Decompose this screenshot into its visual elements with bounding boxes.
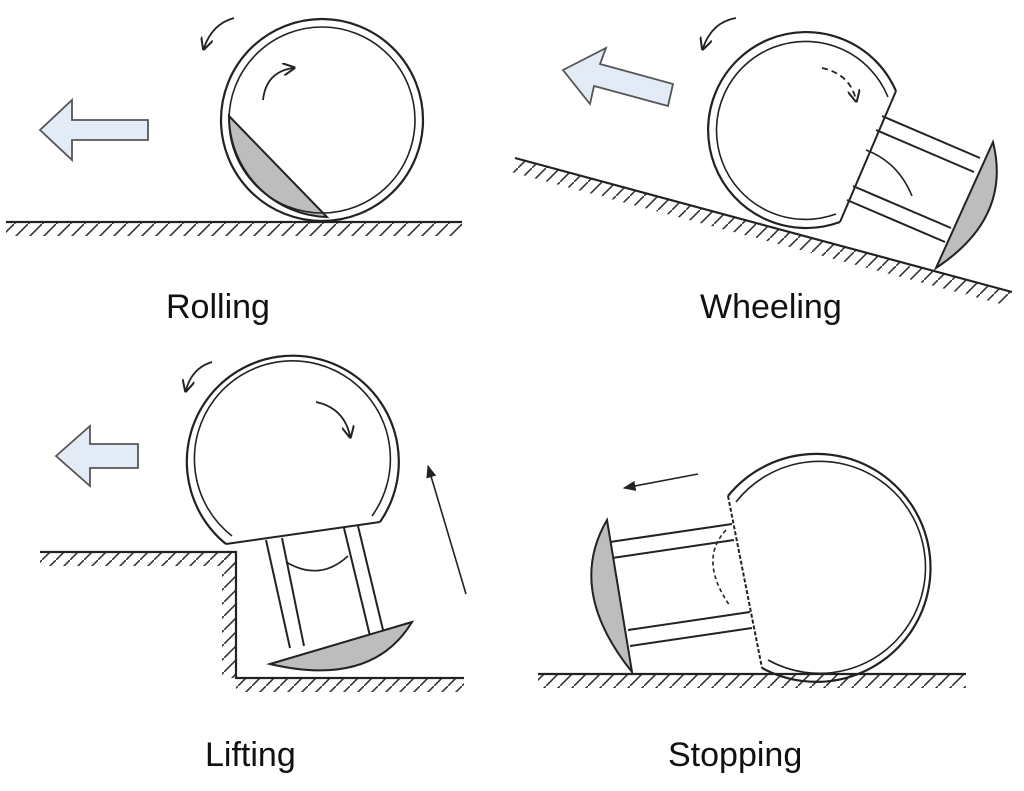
pendulum-weight (266, 620, 415, 672)
rotation-arrow-icon (703, 17, 737, 48)
spherical-robot-icon (707, 30, 898, 230)
ground-line (40, 550, 464, 680)
panel-wheeling (511, 17, 1013, 306)
caption-stopping: Stopping (668, 736, 803, 774)
direction-arrow-icon (561, 46, 675, 108)
direction-arrow-icon (54, 424, 139, 488)
caption-wheeling: Wheeling (700, 288, 842, 326)
direction-arrow-icon (38, 97, 149, 163)
rotation-arrow-icon (186, 361, 213, 390)
caption-lifting: Lifting (205, 736, 296, 774)
ground-hatch-icon (236, 678, 464, 692)
rotation-arrow-icon (262, 68, 293, 101)
lift-direction-arrow (426, 464, 467, 595)
pendulum-weight (590, 517, 634, 676)
spherical-robot-icon (219, 17, 425, 223)
ground-hatch-icon (222, 552, 236, 678)
panel-rolling (6, 17, 462, 236)
ground-hatch-icon (40, 552, 236, 566)
rotation-arrow-icon (204, 17, 235, 48)
panel-lifting (40, 354, 467, 692)
spherical-robot-icon (185, 354, 400, 545)
ground-hatch-icon (538, 674, 966, 688)
ground-line (514, 156, 1013, 294)
rotation-arrow-icon (821, 67, 856, 100)
leg-frame (609, 523, 753, 647)
leg-frame (846, 115, 981, 243)
panel-stopping (538, 452, 966, 688)
spherical-robot-icon (727, 452, 932, 683)
motion-direction-arrow (622, 473, 699, 491)
ground-hatch-icon (511, 158, 1012, 306)
rotation-arrow-icon (315, 401, 350, 436)
caption-rolling: Rolling (166, 288, 270, 326)
leg-frame (265, 525, 385, 649)
ground-hatch-icon (6, 222, 462, 236)
pendulum-weight (933, 138, 998, 271)
